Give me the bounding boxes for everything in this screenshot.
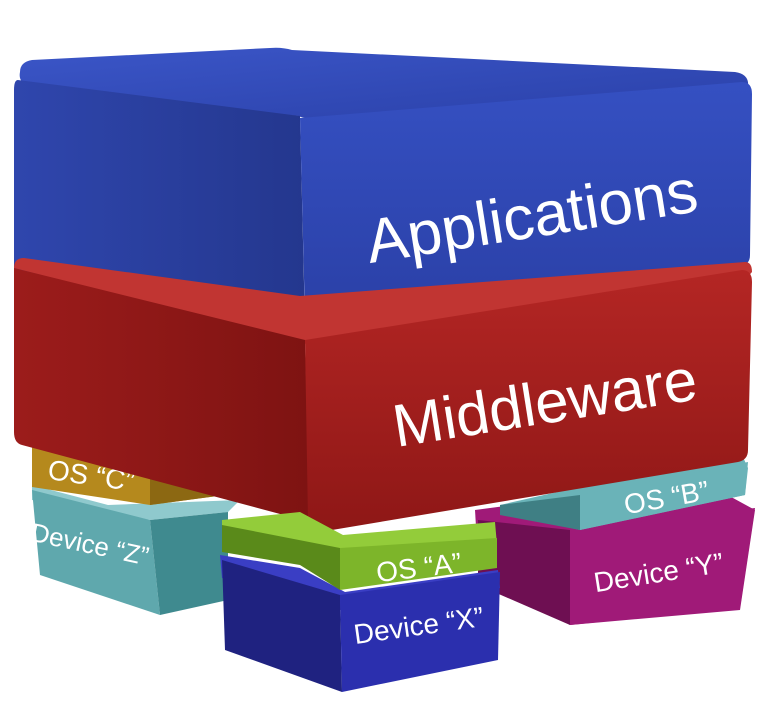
stack-left: Device “Z” OS “C”: [28, 447, 240, 615]
device-x-block: Device “X”: [220, 555, 500, 692]
stack-center: Device “X” OS “A”: [220, 512, 500, 692]
os-a-block: OS “A”: [222, 512, 497, 590]
stack-right: Device “Y” OS “B”: [475, 455, 755, 625]
device-z-block: Device “Z”: [28, 485, 240, 615]
applications-block: Applications: [14, 47, 752, 331]
middleware-block: Middleware: [14, 258, 752, 533]
